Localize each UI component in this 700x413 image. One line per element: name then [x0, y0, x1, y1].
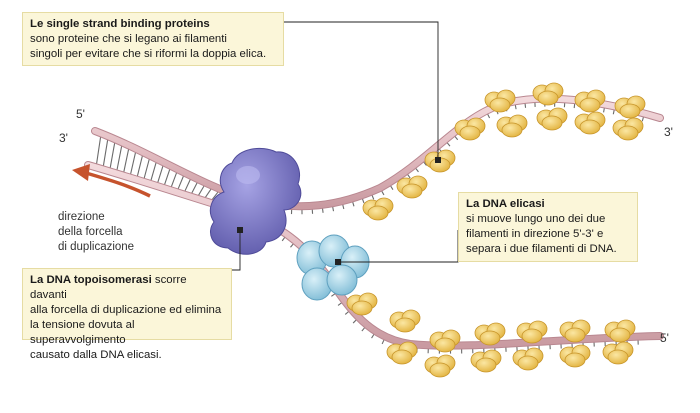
- ssb-protein: [602, 341, 634, 365]
- base-pair: [163, 168, 171, 186]
- base-pair: [170, 171, 178, 188]
- ssb-protein: [470, 349, 502, 373]
- base-pair: [143, 158, 151, 180]
- base-pair: [211, 191, 219, 201]
- base-pair: [109, 142, 116, 169]
- callout-topo-line-3: causato dalla DNA elicasi.: [30, 349, 162, 361]
- base-pair: [95, 136, 102, 165]
- leader-dot-topoisomerase: [237, 227, 243, 233]
- callout-helicase-line-3: separa i due filamenti di DNA.: [466, 243, 617, 255]
- ssb-protein: [474, 322, 506, 346]
- callout-dna-helicase: La DNA elicasi si muove lungo uno dei du…: [458, 192, 638, 262]
- ssb-protein: [396, 175, 428, 199]
- ssb-protein: [454, 117, 486, 141]
- ssb-protein: [429, 329, 461, 353]
- ssb-protein: [424, 354, 456, 378]
- ssb-proteins-top: [362, 82, 646, 221]
- ssb-protein: [604, 319, 636, 343]
- strand-end-right-top: 3': [664, 125, 673, 139]
- ssb-protein: [536, 107, 568, 131]
- fork-direction-arrow: [85, 171, 151, 198]
- base-pair: [177, 175, 185, 190]
- base-pair: [150, 161, 157, 182]
- callout-topo-title-rest: scorre davanti: [30, 274, 187, 301]
- callout-topo-title: La DNA topoisomerasi: [30, 274, 152, 286]
- callout-ssb-line-2: singoli per evitare che si riformi la do…: [30, 48, 267, 60]
- dna-topoisomerase: [209, 147, 302, 255]
- callout-ssb-proteins: Le single strand binding proteins sono p…: [22, 12, 284, 66]
- ssb-protein: [512, 347, 544, 371]
- base-pair: [102, 139, 109, 167]
- base-pair: [123, 148, 130, 173]
- ssb-protein: [362, 197, 394, 221]
- callout-helicase-line-1: si muove lungo uno dei due: [466, 213, 606, 225]
- dna-helicase: [296, 234, 370, 301]
- ssb-protein: [614, 95, 646, 119]
- fork-direction-label: direzione della forcella di duplicazione: [58, 210, 134, 255]
- strand-end-left-bottom: 3': [59, 131, 68, 145]
- callout-ssb-line-1: sono proteine che si legano ai filamenti: [30, 33, 227, 45]
- callout-helicase-line-2: filamenti in direzione 5'-3' e: [466, 228, 604, 240]
- callout-topo-line-1: alla forcella di duplicazione ed elimina: [30, 304, 222, 316]
- callout-ssb-title: Le single strand binding proteins: [30, 18, 210, 30]
- direction-line-1: direzione: [58, 211, 105, 223]
- ssb-protein: [496, 114, 528, 138]
- base-pair: [157, 165, 164, 184]
- base-pair: [116, 145, 123, 171]
- base-pair: [136, 154, 144, 177]
- leader-dot-helicase: [335, 259, 341, 265]
- ssb-protein: [516, 320, 548, 344]
- base-pair: [129, 151, 137, 175]
- base-pair: [184, 178, 192, 192]
- ssb-protein: [346, 292, 378, 316]
- direction-line-2: della forcella: [58, 226, 123, 238]
- base-pair: [204, 188, 212, 199]
- ssb-protein: [574, 111, 606, 135]
- base-pair: [190, 181, 199, 195]
- ssb-protein: [574, 89, 606, 113]
- ssb-protein: [389, 309, 421, 333]
- strand-end-right-bottom: 5': [660, 331, 669, 345]
- direction-line-3: di duplicazione: [58, 241, 135, 253]
- strand-end-left-top: 5': [76, 107, 85, 121]
- ssb-protein: [559, 319, 591, 343]
- ssb-protein: [484, 89, 516, 113]
- ssb-protein: [559, 344, 591, 368]
- callout-topo-line-2: la tensione dovuta al superavvolgimento: [30, 319, 135, 346]
- ssb-protein: [386, 341, 418, 365]
- callout-dna-topoisomerase: La DNA topoisomerasi scorre davanti alla…: [22, 268, 232, 361]
- fork-direction-arrowhead: [72, 164, 90, 181]
- callout-helicase-title: La DNA elicasi: [466, 198, 545, 210]
- ssb-proteins-bottom: [346, 292, 636, 378]
- ssb-protein: [612, 117, 644, 141]
- leader-dot-ssb: [435, 157, 441, 163]
- ssb-protein: [532, 82, 564, 106]
- base-pair: [197, 184, 205, 197]
